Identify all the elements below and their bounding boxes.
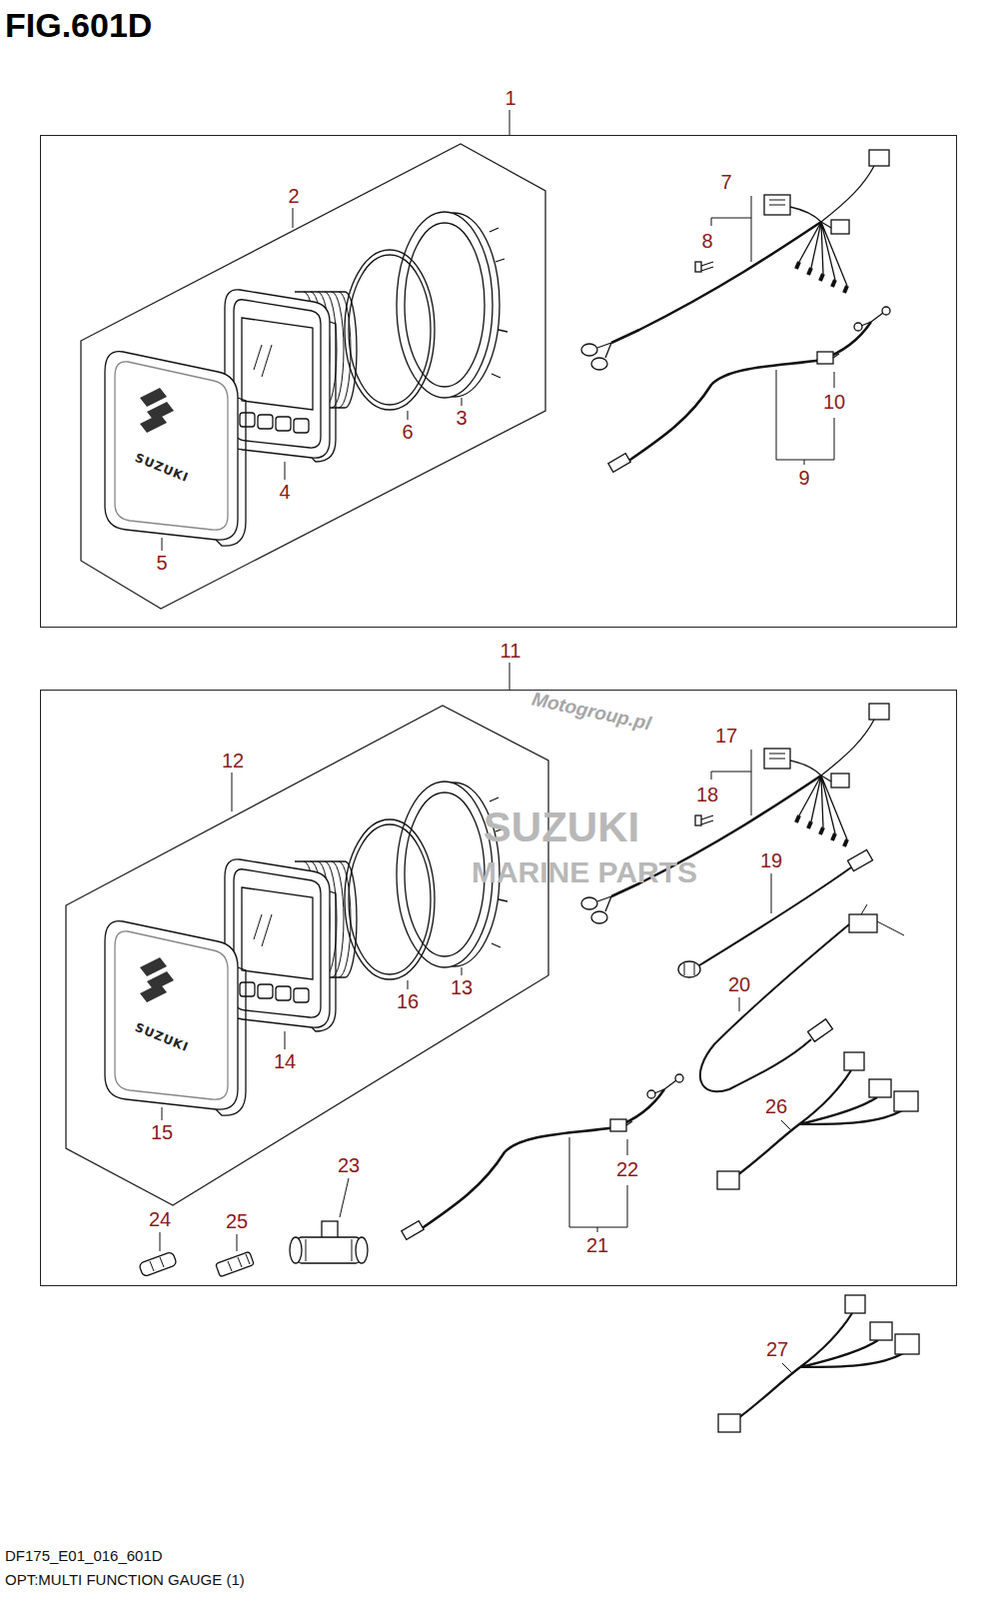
watermark: Motogroup.pl — [529, 688, 653, 736]
callout-number: 22 — [616, 1157, 639, 1181]
callout-number: 21 — [586, 1233, 609, 1257]
callout-number: 25 — [225, 1209, 248, 1233]
callout-number: 5 — [155, 551, 167, 575]
callout-number: 14 — [273, 1049, 296, 1073]
callout-number: 23 — [337, 1153, 360, 1177]
callout-number: 3 — [455, 406, 467, 430]
watermark: MARINE PARTS — [471, 855, 698, 890]
figure-title: FIG.601D — [4, 5, 152, 45]
kit-frame: 2 — [80, 143, 546, 609]
callout-number: 16 — [396, 990, 419, 1013]
assembly-frame: 1112 — [39, 689, 958, 1286]
callout-number: 24 — [148, 1207, 171, 1231]
callout-number: 26 — [765, 1094, 788, 1118]
callout-number: 13 — [450, 976, 473, 1000]
callout-number: 9 — [798, 466, 810, 490]
callout-number: 19 — [760, 849, 783, 873]
callout-number: 6 — [401, 420, 413, 444]
callout-number: 20 — [728, 973, 751, 997]
callout-number: 17 — [715, 724, 738, 748]
callout-number: 4 — [278, 480, 290, 504]
callout-number: 15 — [150, 1120, 173, 1144]
watermark: SUZUKI — [483, 803, 640, 852]
frame-outline — [80, 143, 546, 609]
callout-number: 10 — [823, 390, 846, 414]
callout-number: 27 — [766, 1337, 789, 1361]
callout-number: 8 — [701, 229, 713, 253]
assembly-frame: 12 — [39, 134, 958, 628]
callout-number: 7 — [720, 170, 732, 194]
callout-number: 2 — [287, 184, 299, 208]
frame-outline — [65, 705, 549, 1205]
kit-frame: 12 — [65, 705, 549, 1205]
callout-number: 12 — [221, 749, 244, 773]
callout-number: 1 — [504, 86, 516, 110]
callout-number: 18 — [696, 783, 719, 807]
figure-caption: OPT:MULTI FUNCTION GAUGE (1) — [4, 1570, 245, 1588]
figure-code: DF175_E01_016_601D — [4, 1546, 163, 1564]
callout-number: 11 — [500, 639, 522, 663]
